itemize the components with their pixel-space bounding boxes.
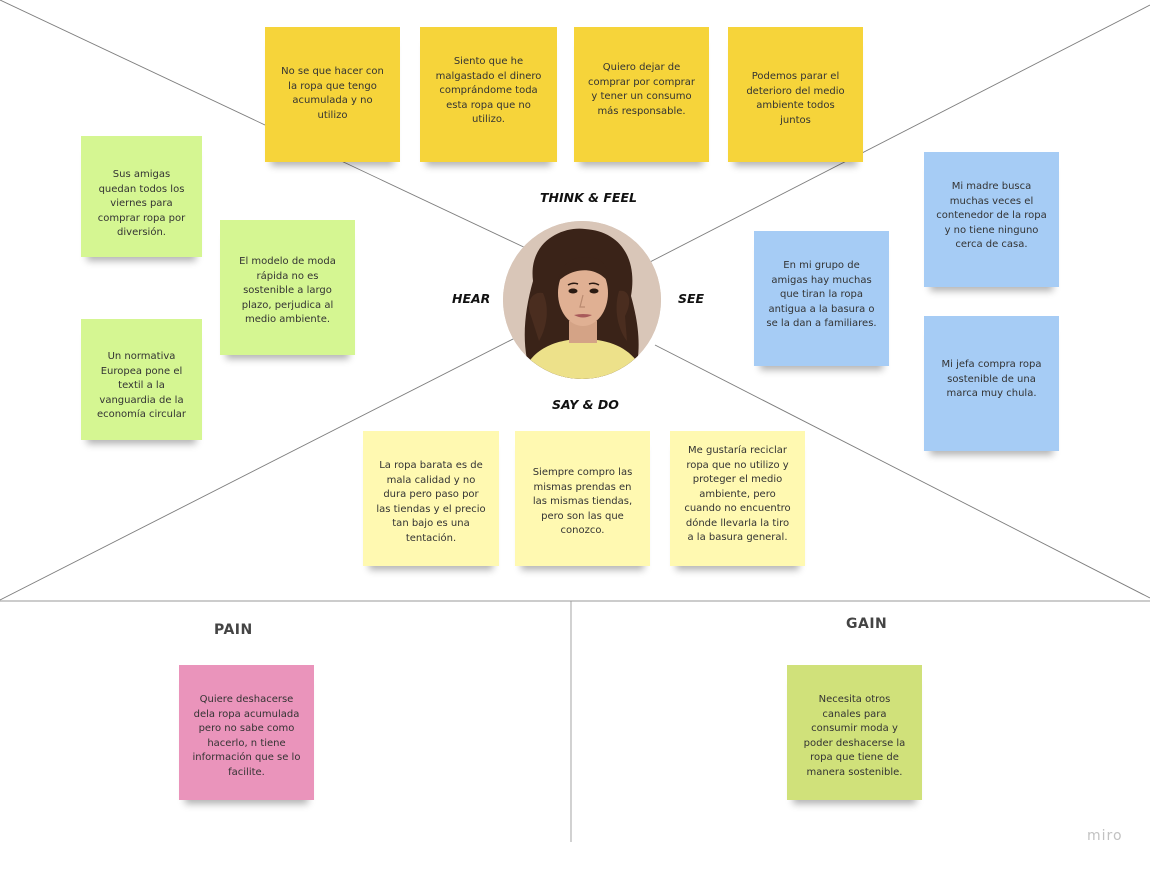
gain-title: GAIN [846,616,888,632]
note-text: El modelo de moda rápida no es sostenibl… [239,256,336,325]
miro-watermark: miro [1087,828,1123,844]
think-feel-label: THINK & FEEL [540,190,637,205]
hear-label: HEAR [452,291,491,306]
hear-note-3[interactable]: Un normativa Europea pone el textil a la… [81,319,202,440]
note-text: Me gustaría reciclar ropa que no utilizo… [684,445,791,543]
say-do-note-1[interactable]: La ropa barata es de mala calidad y no d… [363,431,499,566]
pain-title: PAIN [214,622,253,638]
note-text: Sus amigas quedan todos los viernes para… [97,169,186,238]
note-text: Un normativa Europea pone el textil a la… [96,351,187,420]
think-feel-note-1[interactable]: No se que hacer con la ropa que tengo ac… [265,27,400,162]
hear-note-2[interactable]: El modelo de moda rápida no es sostenibl… [220,220,355,355]
see-note-2[interactable]: En mi grupo de amigas hay muchas que tir… [754,231,889,366]
say-do-label: SAY & DO [552,397,619,412]
note-text: Mi jefa compra ropa sostenible de una ma… [941,359,1042,399]
note-text: Podemos parar el deterioro del medio amb… [746,71,845,126]
persona-avatar [503,221,661,379]
hear-note-1[interactable]: Sus amigas quedan todos los viernes para… [81,136,202,257]
note-text: Mi madre busca muchas veces el contenedo… [936,181,1047,250]
note-text: Quiero dejar de comprar por comprar y te… [587,62,696,117]
pain-note[interactable]: Quiere deshacerse dela ropa acumulada pe… [179,665,314,800]
think-feel-note-4[interactable]: Podemos parar el deterioro del medio amb… [728,27,863,162]
see-note-3[interactable]: Mi jefa compra ropa sostenible de una ma… [924,316,1059,451]
diagonal-bottom-left [0,337,516,601]
note-text: Siempre compro las mismas prendas en las… [532,467,633,536]
persona-illustration [503,221,661,379]
say-do-note-3[interactable]: Me gustaría reciclar ropa que no utilizo… [670,431,805,566]
diagonal-top-right [647,4,1150,264]
think-feel-note-3[interactable]: Quiero dejar de comprar por comprar y te… [574,27,709,162]
note-text: Siento que he malgastado el dinero compr… [435,56,542,125]
say-do-note-2[interactable]: Siempre compro las mismas prendas en las… [515,431,650,566]
note-text: Quiere deshacerse dela ropa acumulada pe… [192,694,301,778]
diagonal-bottom-right [654,344,1150,599]
note-text: La ropa barata es de mala calidad y no d… [376,460,486,544]
gain-note[interactable]: Necesita otros canales para consumir mod… [787,665,922,800]
note-text: Necesita otros canales para consumir mod… [803,694,906,778]
note-text: En mi grupo de amigas hay muchas que tir… [766,260,877,329]
see-note-1[interactable]: Mi madre busca muchas veces el contenedo… [924,152,1059,287]
see-label: SEE [678,291,705,306]
think-feel-note-2[interactable]: Siento que he malgastado el dinero compr… [420,27,557,162]
note-text: No se que hacer con la ropa que tengo ac… [281,66,384,121]
